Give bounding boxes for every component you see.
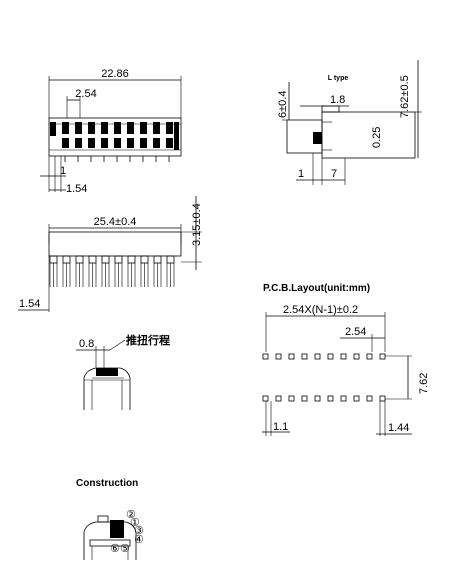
pcb-dim-row-spacing: 7.62	[418, 373, 430, 394]
callout-2: ②	[126, 509, 136, 521]
pcb-dim-pitch: 2.54	[345, 326, 366, 338]
l-type-dim-body: 7	[331, 168, 337, 180]
pcb-holes-bottom	[262, 395, 386, 402]
l-type-dim-height: 7.62±0.5	[399, 75, 411, 118]
side-view: 25.4±0.4 3.15±0.4	[18, 196, 203, 312]
l-type-dim-left: 1	[298, 168, 304, 180]
dim-side-offset-label: 1.54	[19, 298, 40, 310]
pcb-layout: P.C.B.Layout(unit:mm) 2.54X(N-1)±0.2 2.5…	[262, 283, 430, 436]
actuator-label: 推扭行程	[126, 333, 170, 347]
callout-4: ④	[134, 534, 144, 546]
l-type-dim-pin-length: 6±0.4	[277, 91, 289, 118]
l-type-actuator	[321, 105, 340, 113]
callout-6: ⑥	[110, 543, 120, 555]
dim-pin-length-label: 3.15±0.4	[191, 203, 203, 246]
l-type-title: L type	[328, 75, 349, 82]
construction-contact	[110, 520, 124, 538]
construction-view: Construction ② ① ③ ④ ⑥ ⑤	[76, 478, 144, 560]
dim-width-label: 22.86	[101, 68, 129, 80]
pcb-holes-top	[262, 353, 386, 360]
dim-pin-width-label: 1	[60, 165, 66, 177]
side-body	[48, 231, 182, 257]
pcb-dim-left: 1.1	[273, 421, 288, 433]
dim-offset-label: 1.54	[66, 183, 87, 195]
construction-title: Construction	[76, 478, 138, 489]
pcb-dim-total: 2.54X(N-1)±0.2	[283, 304, 358, 316]
actuator-dim-travel: 0.8	[79, 338, 94, 350]
side-pins	[49, 255, 175, 287]
l-type-dim-actuator: 1.8	[330, 94, 345, 106]
pcb-title: P.C.B.Layout(unit:mm)	[263, 283, 370, 294]
callout-5: ⑤	[120, 543, 130, 555]
pcb-dim-right: 1.44	[388, 422, 409, 434]
top-view: 22.86 2.54	[40, 68, 182, 195]
callout-1: ①	[130, 517, 140, 529]
l-type-view: L type 6±0.4 1.8 7.62±0.5 0.25 1 7	[277, 60, 422, 185]
callout-3: ③	[134, 525, 144, 537]
dim-pitch-label: 2.54	[75, 88, 96, 100]
l-type-dim-thickness: 0.25	[371, 127, 383, 148]
actuator-knob	[96, 368, 118, 376]
switch-cells	[50, 122, 179, 150]
actuator-travel-view: 0.8 推扭行程	[76, 333, 170, 410]
switch-body	[48, 117, 182, 157]
dim-length-label: 25.4±0.4	[94, 216, 137, 228]
top-pins	[64, 156, 170, 162]
